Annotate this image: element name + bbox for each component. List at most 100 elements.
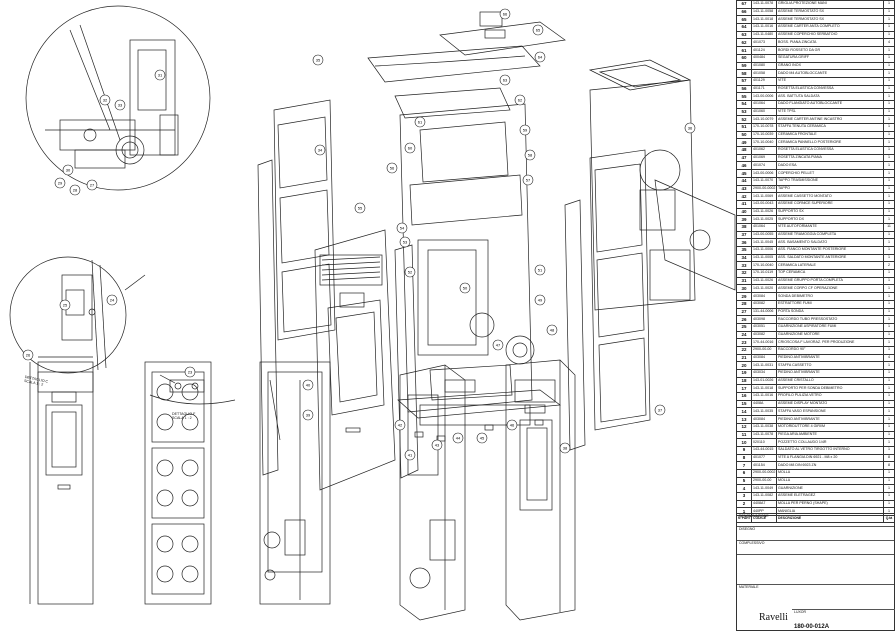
bom-cell-qty: 1 (883, 146, 895, 155)
callout-number: 31 (158, 72, 163, 77)
bom-cell-qty: 1 (883, 276, 895, 286)
callout-number: 64 (538, 54, 543, 59)
callout-number: 40 (306, 382, 311, 387)
bom-cell-pos: 15 (736, 399, 752, 409)
bom-cell-qty: 1 (883, 407, 895, 417)
bom-cell-code: 143-11-0016 (751, 392, 777, 401)
bom-cell-pos: 55 (736, 92, 752, 101)
title-label-assembly: COMPLESSIVO (739, 541, 765, 545)
bom-cell-pos: 57 (736, 76, 752, 86)
bom-cell-qty: 1 (883, 315, 895, 324)
callout-number: 54 (400, 225, 405, 230)
bom-cell-pos: 27 (736, 307, 752, 317)
bom-cell-code: 143-11-0045 (751, 238, 777, 247)
bom-cell-qty: 8 (883, 453, 895, 463)
brand-logo: Ravelli (759, 612, 788, 623)
bom-cell-code: 143-11-0018 (751, 384, 777, 394)
title-block: DENOMINAZIONE DISEGNO COMPLESSIVO MATERI… (736, 513, 895, 631)
bom-cell-code: 403082 (751, 299, 777, 309)
bom-cell-desc: DADO M8 DIN 6923 ZN (776, 461, 884, 470)
bom-cell-desc: MOLLA (776, 476, 884, 486)
bom-cell-desc: SUPPORTO DX (776, 215, 884, 224)
bom-cell-qty: 1 (883, 23, 895, 32)
callout-number: 43 (435, 442, 440, 447)
bom-cell-desc: ASSEME CARTER ANTA COMPLETO (776, 23, 884, 32)
bom-cell-desc: SALDATO AL VETRO TIRGOTTO INTERNO (776, 445, 884, 455)
bom-cell-code: 401129 (751, 76, 777, 86)
bom-cell-desc: MOLLA PER PERNO (SHAPE) (776, 499, 884, 509)
bom-cell-code: 143-11-0035 (751, 407, 777, 417)
bom-cell-desc: PIEDINO ANTIVIBRANTE (776, 369, 884, 378)
side-panel-left (273, 99, 336, 341)
bom-cell-desc: ROSETTA ELASTICA CONVESSA (776, 84, 884, 94)
callout-balloons (22, 8, 696, 461)
callout-number: 39 (306, 412, 311, 417)
bom-cell-code: 401064 (751, 99, 777, 109)
bom-cell-qty: 2 (883, 261, 895, 271)
bom-cell-pos: 23 (736, 338, 752, 347)
bom-cell-code: 401069 (751, 153, 777, 163)
bom-cell-code: 143-11-0026 (751, 207, 777, 217)
bom-cell-qty: 1 (883, 123, 895, 132)
callout-number: 27 (90, 182, 95, 187)
bom-cell-qty: 1 (883, 53, 895, 63)
callout-number: 58 (528, 152, 533, 157)
title-label-drawing: DISEGNO (739, 527, 756, 531)
callout-number: 47 (496, 342, 501, 347)
bom-cell-desc: SUPPORTO SX (776, 207, 884, 217)
bom-cell-desc: ASSEME ELETRAGEZ (776, 492, 884, 501)
callout-number: 24 (110, 297, 115, 302)
bom-cell-code: 401077 (751, 453, 777, 463)
bom-cell-desc: MOTORIDUTTORE 4 GIRI/M (776, 422, 884, 432)
bom-cell-pos: 16 (736, 392, 752, 401)
bom-cell-qty: 1 (883, 130, 895, 140)
bom-cell-pos: 30 (736, 284, 752, 294)
detail-top-internals (45, 24, 179, 169)
bom-cell-qty: 1 (883, 499, 895, 509)
bom-cell-pos: 47 (736, 153, 752, 163)
bom-cell-pos: 5 (736, 476, 752, 486)
bom-cell-pos: 14 (736, 407, 752, 417)
callout-number: 38 (563, 445, 568, 450)
view-side (144, 361, 212, 605)
bom-cell-desc: VITE (776, 76, 884, 86)
exploded-assembly-drawing: 6665646362616059585756555453525150494847… (9, 5, 736, 621)
bom-cell-code: 143-11-0038 (751, 422, 777, 432)
bom-cell-desc: POZZETTO COLLAUDO 1/4R (776, 438, 884, 447)
bom-cell-code: 143-11-0078 (751, 430, 777, 440)
bom-cell-code: 143-00-0043 (751, 199, 777, 209)
bom-cell-code: 143-11-0016 (751, 23, 777, 32)
bom-cell-desc: CERAMICA LATERALE (776, 261, 884, 271)
bom-cell-qty: 1 (883, 84, 895, 94)
bom-cell-pos: 31 (736, 276, 752, 286)
bom-cell-qty: 1 (883, 361, 895, 370)
bom-cell-qty: 1 (883, 299, 895, 309)
bom-cell-desc: CERAMICA PANNELLO POSTERIORE (776, 138, 884, 148)
bom-cell-desc: STAFFA CASSETTO (776, 361, 884, 370)
bom-cell-desc: PIEGA ARIA AMBIENTE (776, 430, 884, 440)
bom-cell-code: 143-11-0026 (751, 276, 777, 286)
callout-number: 35 (316, 57, 321, 62)
bom-cell-pos: 26 (736, 315, 752, 324)
bom-cell-qty: 1 (883, 199, 895, 209)
bom-cell-pos: 62 (736, 38, 752, 48)
bom-cell-desc: ASSEME TRAMOGGIA COMPLETA (776, 230, 884, 240)
